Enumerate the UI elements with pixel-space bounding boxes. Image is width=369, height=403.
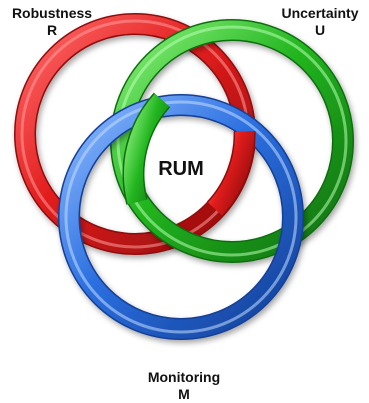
monitoring-label: Monitoring M (138, 369, 230, 403)
green-over-segment (122, 92, 171, 205)
monitoring-name: Monitoring (147, 369, 221, 385)
center-label: RUM (158, 158, 204, 180)
uncertainty-letter: U (314, 22, 326, 38)
green-ring (110, 19, 354, 263)
robustness-letter: R (46, 22, 58, 38)
uncertainty-name: Uncertainty (281, 5, 359, 21)
uncertainty-label: Uncertainty U (274, 5, 366, 39)
robustness-name: Robustness (11, 5, 93, 21)
monitoring-letter: M (178, 386, 190, 402)
blue-ring (58, 94, 304, 340)
robustness-label: Robustness R (6, 5, 98, 39)
red-over-segment (206, 131, 256, 217)
